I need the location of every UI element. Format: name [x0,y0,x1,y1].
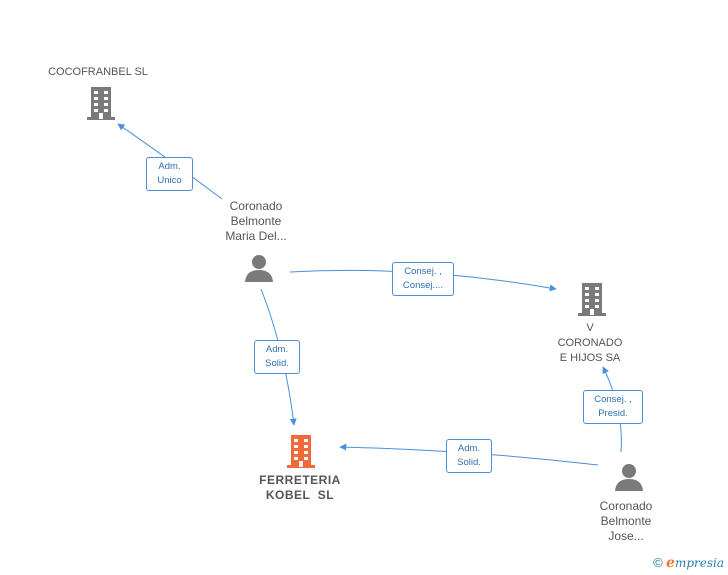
node-label-line: KOBEL SL [265,488,335,502]
edge-label-line: Consej. , [594,394,632,405]
copyright-icon: © [653,555,663,570]
edge-label-jose-vcoronado[interactable]: Consej. , Presid. [583,390,643,424]
edge-label-line: Presid. [598,408,628,419]
edge-label-maria-vcoronado[interactable]: Consej. , Consej.... [392,262,454,296]
person-icon[interactable] [244,253,274,283]
edge-label-line: Adm. [158,161,181,172]
node-label-line: Belmonte [230,214,282,228]
empresia-logo: © empresia [653,555,724,571]
edge-label-line: Adm. [457,443,481,454]
edge-label-line: Consej.... [402,280,444,291]
brand-name-rest: mpresia [674,556,724,570]
node-label-line: COCOFRANBEL SL [48,66,148,78]
person-icon[interactable] [614,462,644,492]
edge-label-line: Solid. [457,457,481,468]
node-label-line: Maria Del... [225,229,287,243]
node-label-line: Jose... [608,529,644,543]
node-label-line: Coronado [229,199,283,213]
node-label-v-coronado[interactable]: V CORONADO E HIJOS SA [540,321,640,366]
node-label-cocofranbel[interactable]: COCOFRANBEL SL [30,65,166,80]
edge-label-line: Unico [157,175,182,186]
edge-label-line: Adm. [265,344,289,355]
brand-e-letter: e [666,555,675,571]
node-label-line: E HIJOS SA [559,352,621,364]
node-label-ferreteria[interactable]: FERRETERIA KOBEL SL [240,473,360,503]
node-label-line: Belmonte [600,514,652,528]
building-icon[interactable] [85,85,117,121]
node-label-line: Coronado [599,499,653,513]
node-label-line: V [586,322,594,334]
edge-label-line: Solid. [265,358,289,369]
node-label-line: CORONADO [557,337,623,349]
edge-label-jose-ferreteria[interactable]: Adm. Solid. [446,439,492,473]
edge-label-maria-cocofranbel[interactable]: Adm. Unico [146,157,193,191]
building-icon-focus[interactable] [285,433,317,469]
building-icon[interactable] [576,281,608,317]
node-label-line: FERRETERIA [259,473,341,487]
node-label-maria[interactable]: Coronado Belmonte Maria Del... [206,199,306,244]
edge-label-line: Consej. , [404,266,442,277]
node-label-jose[interactable]: Coronado Belmonte Jose... [576,499,676,544]
edge-label-maria-ferreteria[interactable]: Adm. Solid. [254,340,300,374]
